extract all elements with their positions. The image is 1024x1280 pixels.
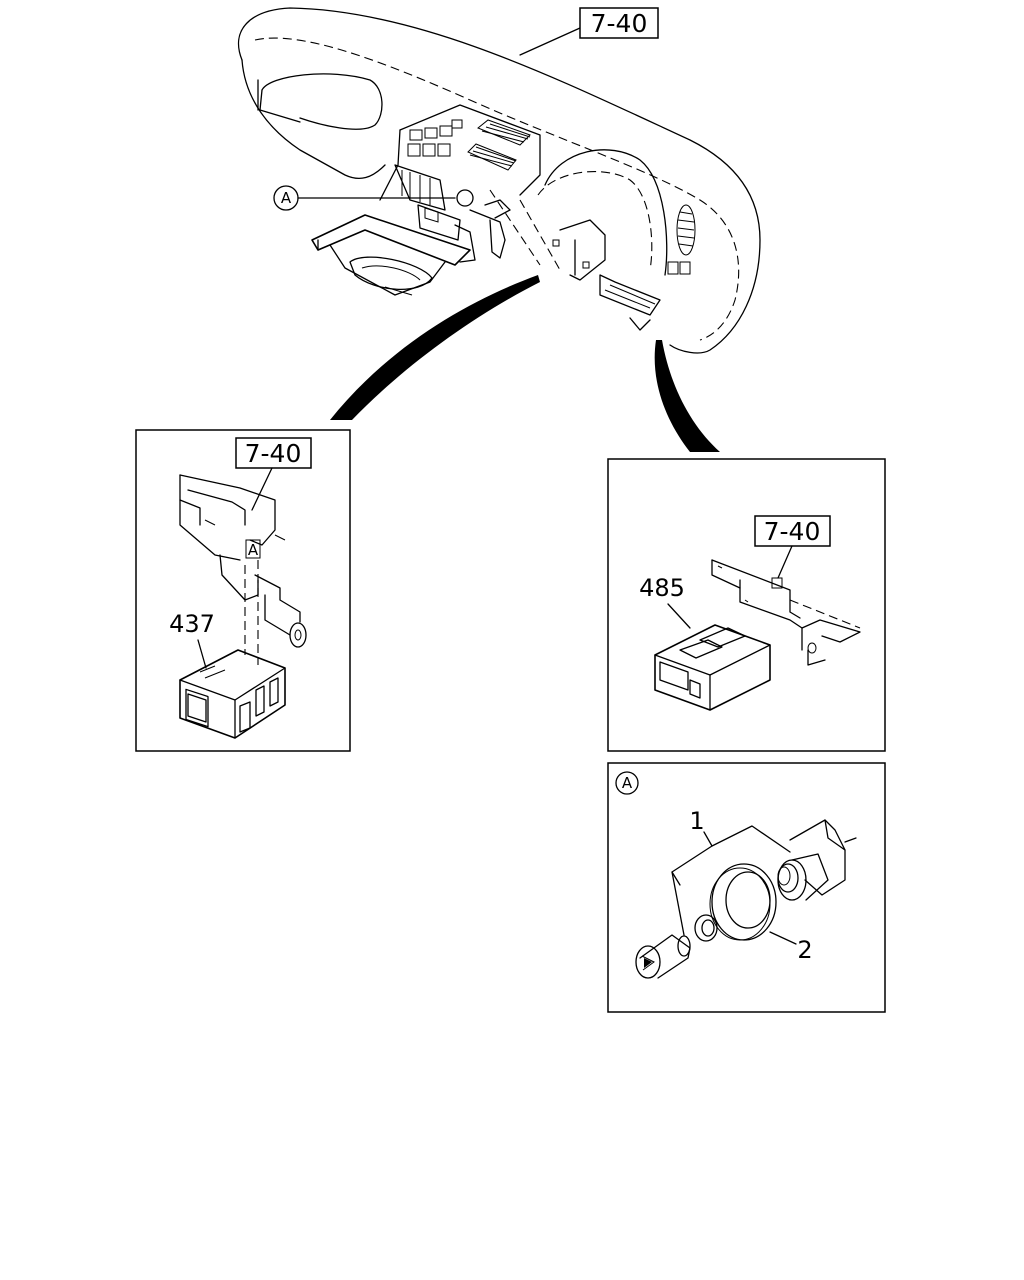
svg-text:7-40: 7-40 [764,517,821,546]
main-reference-box: 7-40 [579,7,659,39]
left-detail-panel: 7-40 A 437 [135,429,351,752]
right-detail-panel: 7-40 485 [607,458,886,752]
dashboard-overview [237,7,761,354]
svg-text:1: 1 [689,807,704,835]
detail-a-callout: A [273,185,299,211]
svg-text:2: 2 [797,936,812,964]
svg-text:A: A [622,774,633,792]
svg-text:437: 437 [169,610,215,638]
svg-text:A: A [248,541,259,559]
svg-text:A: A [281,189,292,207]
detail-a-panel: A 1 2 [607,762,886,1013]
right-panel-arrow [654,340,720,452]
left-panel-arrow [330,275,540,420]
svg-text:7-40: 7-40 [591,9,648,38]
svg-text:7-40: 7-40 [245,439,302,468]
svg-text:485: 485 [639,574,685,602]
